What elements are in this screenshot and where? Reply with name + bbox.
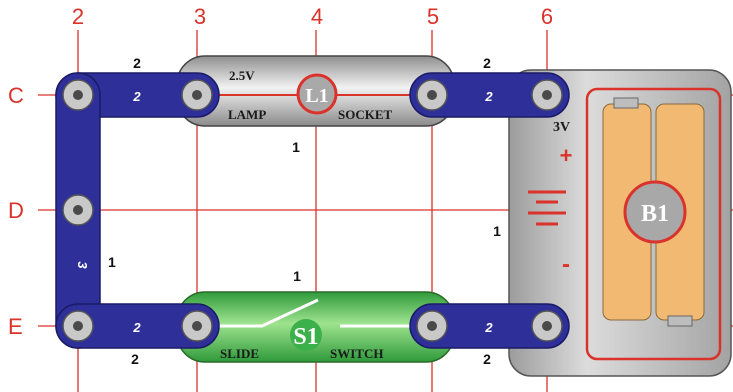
snap-c2 [62,79,94,111]
wire-top-right [409,72,570,118]
slide-switch: S1 SLIDE SWITCH [176,291,455,363]
switch-name-left: SLIDE [220,346,259,361]
battery-symbol [528,190,566,226]
level-battery: 1 [493,223,501,239]
wire-bottom-right [409,303,570,349]
level-top-right-wire: 2 [483,55,491,71]
wires [55,72,570,349]
level-lamp: 1 [292,139,300,155]
lamp-name-right: SOCKET [338,107,393,122]
battery-cell-left-terminal [613,97,639,109]
snap-e6 [531,310,563,342]
snap-e5 [416,310,448,342]
lamp-voltage: 2.5V [229,68,255,83]
row-label-d: D [8,198,24,223]
lamp-badge-label: L1 [305,85,328,107]
snap-c6 [531,79,563,111]
wire-bottom-left [55,303,220,349]
battery-minus: - [562,251,570,278]
snap-c3 [181,79,213,111]
snap-c5 [416,79,448,111]
battery-plus: + [560,143,573,168]
level-bottom-right-wire: 2 [483,351,491,367]
snap-e2 [62,310,94,342]
column-label-3: 3 [194,4,206,29]
battery-badge [623,180,687,244]
switch-badge [290,319,322,351]
battery-badge-label: B1 [641,201,669,227]
lamp-badge [296,73,338,115]
row-label-c: C [8,83,24,108]
wire-vertical-number: 3 [75,261,90,269]
lamp-socket: L1 2.5V LAMP SOCKET [176,55,455,127]
column-label-6: 6 [541,4,553,29]
column-label-2: 2 [72,4,84,29]
column-label-5: 5 [427,4,439,29]
snap-d2 [62,194,94,226]
battery-voltage: 3V [553,120,570,135]
level-switch: 1 [293,268,301,284]
level-top-left-wire: 2 [133,55,141,71]
column-label-4: 4 [311,4,323,29]
snaps [62,79,563,342]
battery-outline [585,87,722,361]
level-vertical-wire: 1 [108,254,116,270]
lamp-name-left: LAMP [228,107,266,122]
wire-top-left-number: 2 [132,89,141,104]
wire-top-right-number: 2 [484,89,493,104]
battery-cell-right-terminal [667,315,693,327]
switch-badge-label: S1 [293,324,318,350]
level-bottom-left-wire: 2 [131,351,139,367]
snap-e3 [181,310,213,342]
wire-bottom-left-number: 2 [132,320,141,335]
switch-name-right: SWITCH [330,346,383,361]
wire-bottom-right-number: 2 [484,320,493,335]
row-label-e: E [8,314,23,339]
battery-holder: B1 3V + - [508,69,732,377]
